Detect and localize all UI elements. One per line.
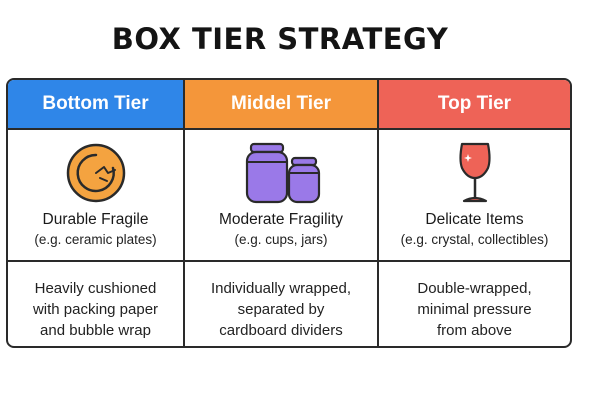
item-name: Moderate Fragility	[218, 211, 344, 228]
item-example: (e.g. ceramic plates)	[34, 232, 157, 247]
method-line: minimal pressure	[417, 301, 532, 318]
header-top-tier: Top Tier	[379, 80, 570, 130]
header-middle-tier: Middel Tier	[185, 80, 379, 130]
method-line: cardboard dividers	[219, 322, 343, 339]
jars-icon	[241, 140, 321, 206]
item-cell-bottom-tier: Durable Fragile (e.g. ceramic plates)	[8, 130, 185, 262]
tier-table: Bottom Tier Middel Tier Top Tier Durable…	[6, 78, 572, 348]
method-cell-middle-tier: Individually wrapped, separated by cardb…	[185, 262, 379, 346]
item-example: (e.g. cups, jars)	[234, 232, 328, 247]
item-name: Delicate Items	[425, 211, 524, 228]
wine-glass-icon	[435, 140, 515, 206]
item-cell-top-tier: Delicate Items (e.g. crystal, collectibl…	[379, 130, 570, 262]
method-line: and bubble wrap	[40, 322, 151, 339]
header-bottom-tier: Bottom Tier	[8, 80, 185, 130]
header-label: Bottom Tier	[42, 93, 149, 114]
method-cell-bottom-tier: Heavily cushioned with packing paper and…	[8, 262, 185, 346]
plate-icon	[56, 140, 136, 206]
method-line: separated by	[237, 301, 325, 318]
header-label: Top Tier	[437, 93, 512, 114]
method-line: from above	[436, 322, 513, 339]
method-line: Double-wrapped,	[417, 280, 532, 297]
method-line: with packing paper	[32, 301, 159, 318]
page-title: BOX TIER STRATEGY	[111, 22, 449, 56]
item-cell-middle-tier: Moderate Fragility (e.g. cups, jars)	[185, 130, 379, 262]
header-label: Middel Tier	[231, 93, 331, 114]
method-line: Individually wrapped,	[210, 280, 352, 297]
method-line: Heavily cushioned	[34, 280, 157, 297]
item-name: Durable Fragile	[42, 211, 149, 228]
method-cell-top-tier: Double-wrapped, minimal pressure from ab…	[379, 262, 570, 346]
item-example: (e.g. crystal, collectibles)	[400, 232, 549, 247]
